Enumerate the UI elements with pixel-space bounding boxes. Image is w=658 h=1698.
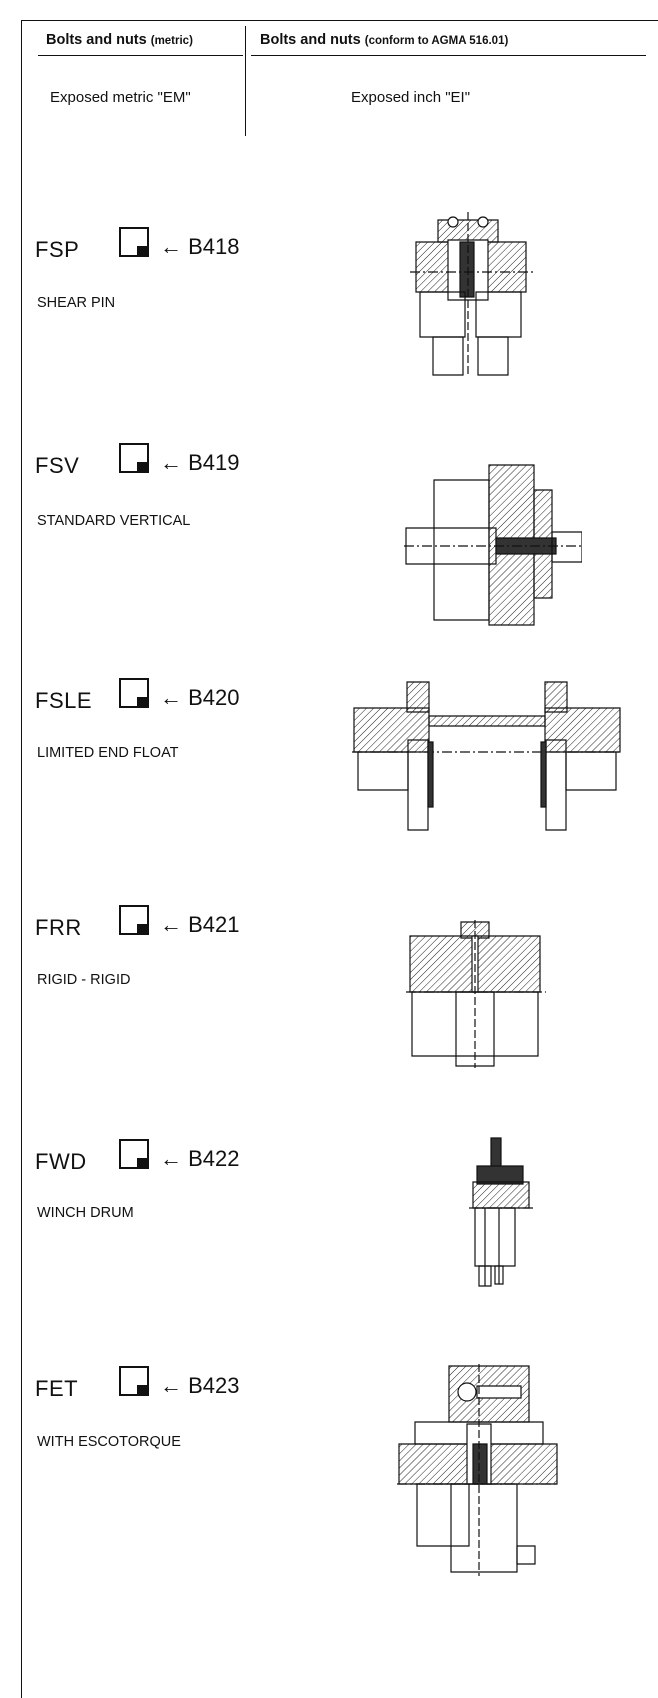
escotorque-coupling-drawing: [397, 1364, 559, 1576]
inch-variant-label: Exposed inch "EI": [351, 89, 471, 106]
reference-code: ← B422: [160, 1146, 240, 1171]
metric-column-header: Bolts and nuts (metric): [46, 32, 193, 48]
option-checkbox[interactable]: [119, 227, 149, 257]
checkbox-filled-corner: [137, 1385, 148, 1395]
option-checkbox[interactable]: [119, 678, 149, 708]
coupling-description: SHEAR PIN: [37, 295, 116, 311]
checkbox-filled-corner: [137, 246, 148, 256]
shear-pin-coupling-drawing: [408, 212, 538, 377]
metric-variant-label: Exposed metric "EM": [50, 89, 191, 106]
option-checkbox[interactable]: [119, 1366, 149, 1396]
reference-code: ← B423: [160, 1373, 240, 1398]
option-checkbox[interactable]: [119, 905, 149, 935]
coupling-description: RIGID - RIGID: [37, 972, 131, 988]
coupling-code: FRR: [35, 915, 82, 940]
checkbox-filled-corner: [137, 924, 148, 934]
coupling-code: FSLE: [35, 688, 93, 713]
coupling-description: WINCH DRUM: [37, 1205, 134, 1221]
standard-vertical-coupling-drawing: [404, 460, 582, 628]
option-checkbox[interactable]: [119, 443, 149, 473]
limited-end-float-coupling-drawing: [352, 680, 622, 832]
metric-header-rule: [38, 55, 243, 56]
option-checkbox[interactable]: [119, 1139, 149, 1169]
reference-code: ← B419: [160, 450, 240, 475]
coupling-description: WITH ESCOTORQUE: [37, 1434, 181, 1450]
page-frame: [21, 20, 658, 1698]
inch-header-qualifier: (conform to AGMA 516.01): [364, 35, 509, 47]
metric-header-qualifier: (metric): [150, 35, 193, 47]
inch-header-title: Bolts and nuts: [260, 32, 361, 48]
checkbox-filled-corner: [137, 462, 148, 472]
checkbox-filled-corner: [137, 1158, 148, 1168]
metric-header-title: Bolts and nuts: [46, 32, 147, 48]
reference-code: ← B421: [160, 912, 240, 937]
inch-header-rule: [251, 55, 646, 56]
column-divider: [245, 26, 246, 136]
coupling-code: FSP: [35, 237, 80, 262]
rigid-rigid-coupling-drawing: [406, 920, 546, 1068]
coupling-code: FWD: [35, 1149, 87, 1174]
coupling-code: FSV: [35, 453, 80, 478]
checkbox-filled-corner: [137, 697, 148, 707]
coupling-code: FET: [35, 1376, 79, 1401]
reference-code: ← B420: [160, 685, 240, 710]
inch-column-header: Bolts and nuts (conform to AGMA 516.01): [260, 32, 508, 48]
winch-drum-coupling-drawing: [469, 1136, 533, 1288]
reference-code: ← B418: [160, 234, 240, 259]
coupling-description: STANDARD VERTICAL: [37, 513, 191, 529]
coupling-description: LIMITED END FLOAT: [37, 745, 179, 761]
